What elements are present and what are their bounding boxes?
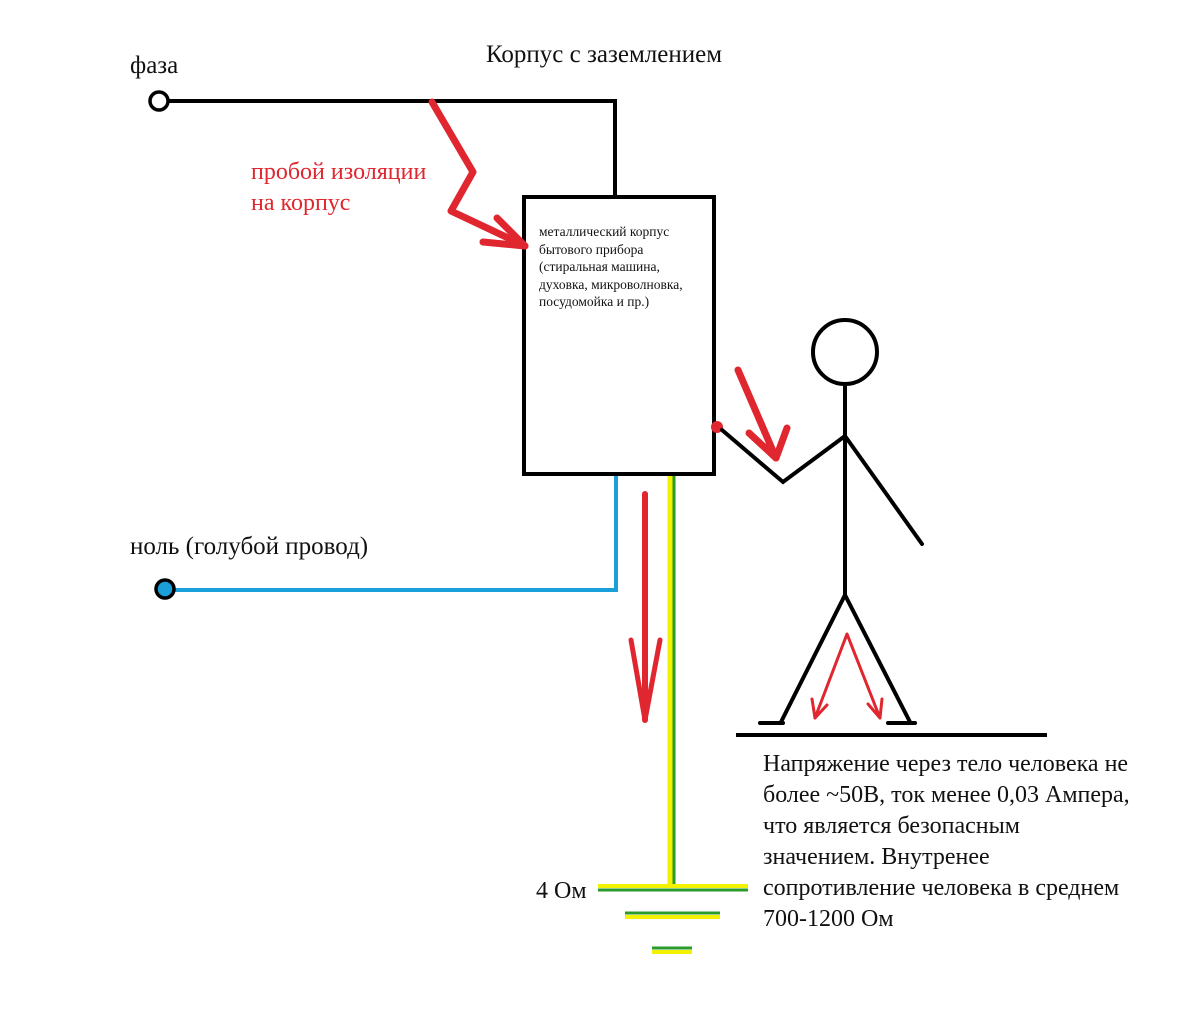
appliance-line-3: (стиральная машина,	[539, 259, 660, 274]
resistance-label: 4 Ом	[536, 878, 587, 904]
breakdown-arrow	[428, 98, 529, 250]
person-figure	[720, 318, 924, 725]
grounded-case-label: Корпус с заземлением	[486, 41, 723, 68]
breakdown-line-2: на корпус	[251, 190, 351, 216]
appliance-description: металлический корпус бытового прибора (с…	[539, 223, 709, 311]
appliance-line-1: металлический корпус	[539, 224, 670, 239]
ground-symbol	[598, 884, 748, 954]
appliance-line-4: духовка, микроволновка,	[539, 276, 683, 292]
person-head	[811, 318, 879, 386]
appliance-line-2: бытового прибора	[539, 241, 644, 257]
neutral-label: ноль (голубой провод)	[130, 533, 369, 560]
note-line-2: более ~50В, ток менее 0,03 Ампера,	[763, 782, 1130, 808]
note-line-6: 700-1200 Ом	[763, 906, 894, 932]
neutral-terminal	[154, 578, 176, 600]
touch-arrow	[734, 366, 780, 462]
appliance-case	[522, 195, 716, 476]
leg-current-arrows	[813, 632, 882, 720]
note-line-3: что является безопасным	[763, 813, 1020, 839]
current-arrows	[428, 98, 884, 723]
breakdown-line-1: пробой изоляции	[251, 159, 427, 185]
phase-label: фаза	[130, 52, 179, 79]
breakdown-label: пробой изоляции на корпус	[251, 157, 426, 219]
phase-terminal	[148, 90, 170, 112]
note-line-5: сопротивление человека в среднем	[763, 875, 1120, 901]
safety-note: Напряжение через тело человека не более …	[763, 749, 1130, 935]
note-line-1: Напряжение через тело человека не	[763, 751, 1129, 777]
neutral-wire	[168, 476, 618, 592]
appliance-line-5: посудомойка и пр.)	[539, 294, 650, 309]
note-line-4: значением. Внутренее	[763, 844, 990, 870]
phase-wire	[160, 99, 617, 196]
